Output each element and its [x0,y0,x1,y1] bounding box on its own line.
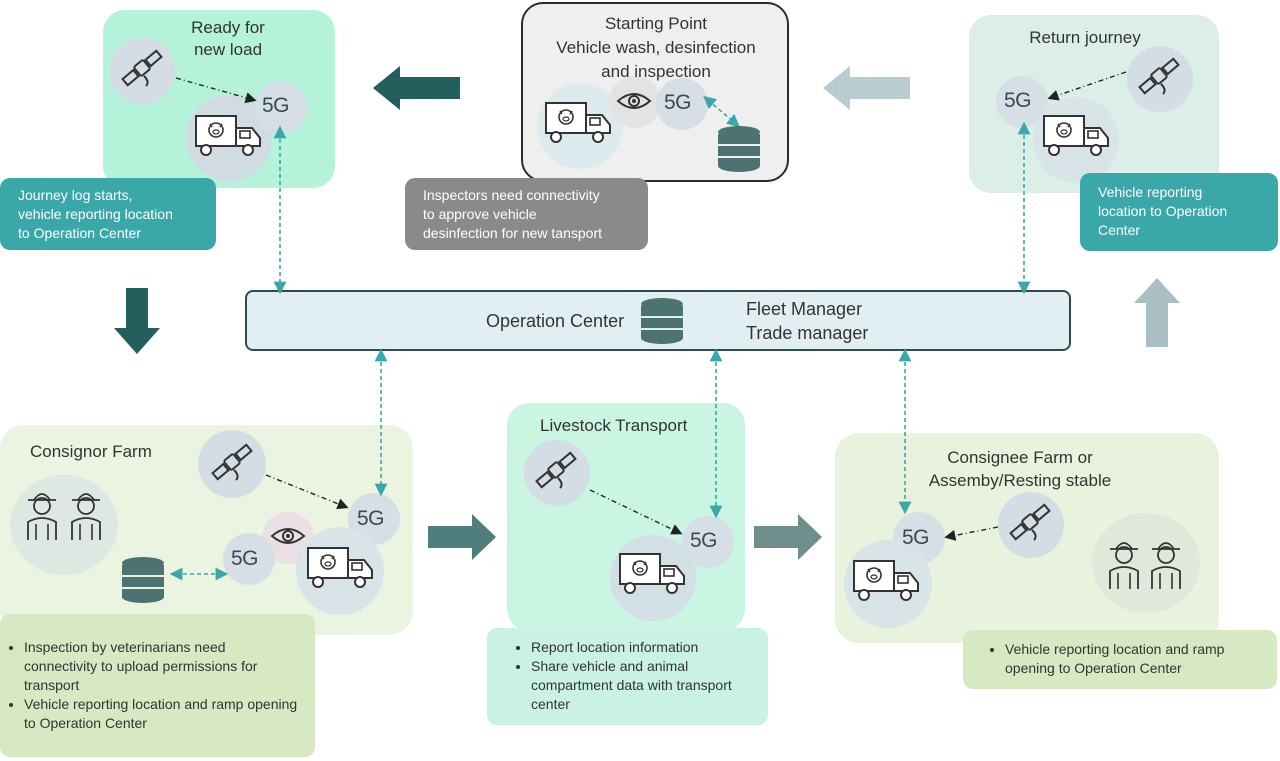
flow-arrow-up [1134,278,1180,347]
satellite-icon [210,442,254,482]
truck-pig-icon [853,560,919,601]
inspectors-note: Inspectors need connectivity to approve … [405,178,648,250]
consignee-title: Consignee Farm or Assemby/Resting stable [928,448,1112,490]
return-title: Return journey [1029,28,1141,47]
consignee-farmers-circle [1092,513,1200,613]
consignee-satellite-circle [998,492,1064,558]
consignor-5g-circle [223,533,275,585]
consignor-5g-top-label: 5G [357,507,385,530]
database-icon [122,557,164,603]
truck-pig-icon [307,547,373,588]
database-icon [641,298,683,344]
journey-log-note: Journey log starts, vehicle reporting lo… [0,178,216,250]
return-report-note: Vehicle reporting location to Operation … [1080,173,1278,251]
flow-arrow-left-light [823,66,910,110]
flow-arrow-right-2 [754,514,822,560]
truck-pig-icon [545,102,611,143]
truck-pig-icon [195,115,261,156]
consignor-bullet: Vehicle reporting location and ramp open… [24,695,301,733]
satellite-icon [1137,56,1181,96]
flow-arrow-down [114,288,160,354]
truck-pig-icon [1043,115,1109,156]
livestock-bullet: Report location information [531,638,754,657]
farmers-icon [1151,542,1181,590]
livestock-bullet: Share vehicle and animal compartment dat… [531,657,754,714]
livestock-5g-label: 5G [690,529,718,552]
consignor-bullet: Inspection by veterinarians need connect… [24,638,301,695]
farmers-icon [27,493,57,541]
database-icon [718,126,760,172]
truck-pig-icon [619,553,685,594]
flow-arrow-left-top [373,66,460,110]
eye-icon [271,528,305,544]
eye-icon [617,93,651,109]
consignor-title: Consignor Farm [30,442,152,461]
consignee-bullet: Vehicle reporting location and ramp open… [1005,640,1263,678]
farmers-icon [1109,542,1139,590]
consignor-note: Inspection by veterinarians need connect… [0,614,315,757]
livestock-title: Livestock Transport [540,416,688,435]
return-5g-label: 5G [1004,89,1032,112]
consignor-satellite-circle [198,430,266,498]
fleet-manager-label: Fleet Manager [746,299,863,319]
operation-center-label: Operation Center [486,311,625,331]
consignee-5g-label: 5G [902,526,930,549]
ready-5g-circle [255,82,307,134]
ready-5g-label: 5G [262,94,290,117]
ready-satellite-circle [109,38,175,104]
return-satellite-circle [1127,46,1193,112]
consignee-note: Vehicle reporting location and ramp open… [963,630,1277,689]
livestock-note: Report location information Share vehicl… [487,628,768,725]
trade-manager-label: Trade manager [746,323,869,343]
starting-5g-circle [656,78,708,130]
starting-title: Starting Point Vehicle wash, desinfectio… [556,14,756,81]
ready-title: Ready for new load [191,18,265,59]
satellite-icon [534,450,578,490]
farmers-icon [71,493,101,541]
satellite-icon [1008,502,1052,542]
starting-5g-label: 5G [664,91,692,114]
consignor-5g-label: 5G [231,547,259,570]
flow-arrow-right-1 [428,514,496,560]
livestock-satellite-circle [524,440,590,506]
